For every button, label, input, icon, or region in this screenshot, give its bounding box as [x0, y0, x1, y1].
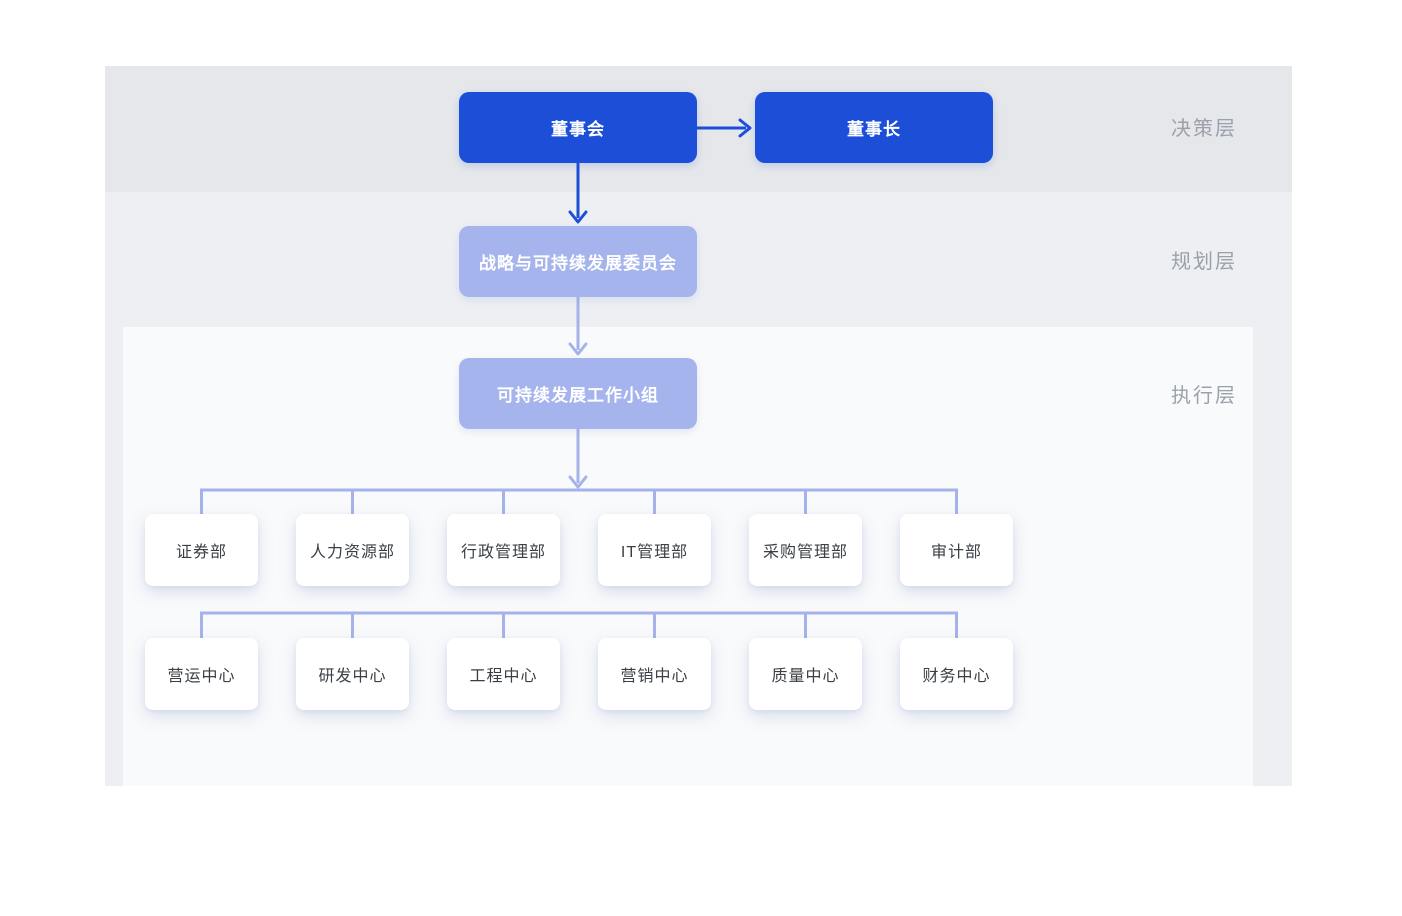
node-chairman-label: 董事长	[847, 120, 901, 139]
layer-label-decision: 决策层	[1171, 118, 1237, 140]
department-card: 采购管理部	[749, 514, 862, 586]
node-board-label: 董事会	[551, 120, 605, 139]
node-chairman: 董事长	[755, 92, 993, 163]
center-card: 质量中心	[749, 638, 862, 710]
layer-label-planning: 规划层	[1171, 251, 1237, 273]
department-card-label: 采购管理部	[762, 544, 848, 561]
department-card-label: IT管理部	[620, 544, 689, 561]
node-committee: 战略与可持续发展委员会	[459, 226, 697, 297]
center-card-label: 质量中心	[771, 668, 840, 685]
band-decision-layer	[105, 66, 1292, 192]
center-card-label: 研发中心	[318, 668, 387, 685]
department-card-label: 行政管理部	[460, 544, 546, 561]
department-card: 行政管理部	[447, 514, 560, 586]
center-card-label: 营运中心	[167, 668, 236, 685]
layer-label-execution: 执行层	[1171, 385, 1237, 407]
center-card: 财务中心	[900, 638, 1013, 710]
node-committee-label: 战略与可持续发展委员会	[479, 254, 677, 273]
center-card-label: 财务中心	[922, 668, 991, 685]
department-card-label: 审计部	[930, 544, 982, 561]
department-card: 证券部	[145, 514, 258, 586]
node-workgroup-label: 可持续发展工作小组	[497, 386, 659, 405]
center-card: 营运中心	[145, 638, 258, 710]
department-card-label: 人力资源部	[309, 544, 395, 561]
center-card-label: 营销中心	[620, 668, 689, 685]
center-card-label: 工程中心	[469, 668, 538, 685]
department-card: 人力资源部	[296, 514, 409, 586]
center-card: 工程中心	[447, 638, 560, 710]
center-card: 研发中心	[296, 638, 409, 710]
node-workgroup: 可持续发展工作小组	[459, 358, 697, 429]
department-card: 审计部	[900, 514, 1013, 586]
center-card: 营销中心	[598, 638, 711, 710]
department-card: IT管理部	[598, 514, 711, 586]
node-board: 董事会	[459, 92, 697, 163]
department-card-label: 证券部	[175, 544, 227, 561]
